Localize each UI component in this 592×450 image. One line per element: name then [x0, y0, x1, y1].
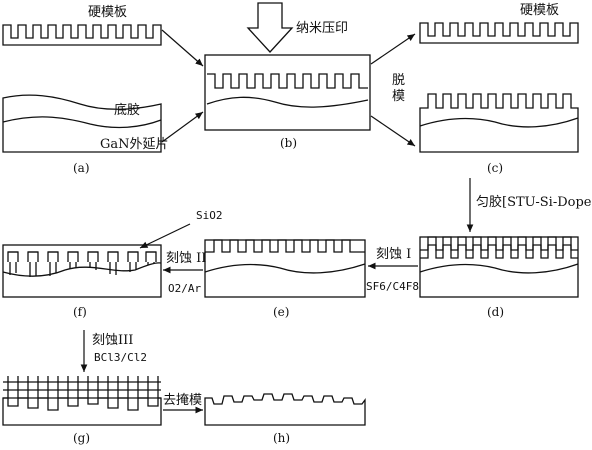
flow-arrows	[80, 29, 474, 414]
mask-gaps-g	[7, 376, 159, 398]
label-demold: 脱模	[392, 73, 405, 104]
patterned-gan-h	[204, 393, 366, 426]
resist-top-d	[420, 236, 578, 251]
frame-e	[204, 239, 366, 298]
arrow-a-to-b-bottom	[161, 111, 204, 143]
panel-a	[2, 24, 162, 153]
arrow-a-to-b-top	[161, 29, 204, 67]
label-remove-mask: 去掩模	[163, 393, 202, 408]
panel-f	[2, 223, 191, 298]
resist-interface-a	[2, 116, 162, 129]
imprinted-resist-c	[419, 93, 579, 153]
caption-c: (c)	[487, 161, 503, 175]
panel-g	[2, 376, 162, 426]
panel-b	[204, 2, 371, 131]
si-layer-d	[420, 244, 578, 259]
caption-f: (f)	[73, 305, 87, 319]
label-resist-a: 底胶	[114, 102, 140, 118]
label-hard-mold-c: 硬模板	[520, 3, 559, 18]
label-etch2: 刻蚀 II	[166, 251, 206, 266]
mask-rows-g	[3, 381, 161, 399]
caption-e: (e)	[273, 305, 289, 319]
caption-a: (a)	[73, 161, 90, 175]
hard-mold-a	[2, 24, 162, 46]
label-demold-char: 脱	[392, 73, 405, 88]
frame-d	[419, 236, 579, 298]
interface-e	[204, 263, 366, 274]
interface-d	[419, 263, 579, 274]
hard-mold-c	[419, 22, 579, 44]
sio2-pointer	[139, 223, 191, 249]
label-hard-mold-a: 硬模板	[88, 5, 127, 20]
arrow-b-to-c-top	[370, 33, 416, 65]
panel-c	[419, 22, 579, 153]
label-etch3-gas: BCl3/Cl2	[94, 351, 147, 364]
label-etch1: 刻蚀 I	[376, 247, 411, 262]
resist-top-e	[205, 239, 365, 253]
substrate-a	[2, 94, 162, 153]
etched-gan-g	[2, 397, 162, 426]
frame-f	[2, 244, 162, 298]
mold-in-b	[207, 73, 368, 89]
label-nanoimprint: 纳米压印	[296, 21, 348, 36]
pillar-stems-f	[9, 262, 155, 277]
interface-b	[206, 96, 369, 108]
label-etch3: 刻蚀III	[92, 333, 133, 348]
frame-b	[204, 54, 371, 131]
caption-g: (g)	[73, 431, 90, 445]
label-etch1-gas: SF6/C4F8	[366, 280, 419, 293]
label-spin: 匀胶[STU-Si-Doped]	[476, 194, 592, 210]
interface-f	[2, 262, 162, 277]
label-demold-char: 模	[392, 89, 405, 104]
caption-b: (b)	[280, 136, 297, 150]
interface-c	[419, 117, 579, 128]
label-sio2: SiO2	[196, 209, 223, 222]
label-gan: GaN外延片	[100, 137, 169, 152]
panel-e	[204, 239, 366, 298]
label-etch2-gas: O2/Ar	[168, 282, 201, 295]
caption-d: (d)	[487, 305, 504, 319]
panel-d	[419, 236, 579, 298]
panel-h	[204, 393, 366, 426]
sio2-pillars-f	[7, 251, 157, 262]
press-arrow	[246, 2, 294, 53]
arrow-b-to-c-bottom	[370, 115, 416, 147]
caption-h: (h)	[273, 431, 290, 445]
